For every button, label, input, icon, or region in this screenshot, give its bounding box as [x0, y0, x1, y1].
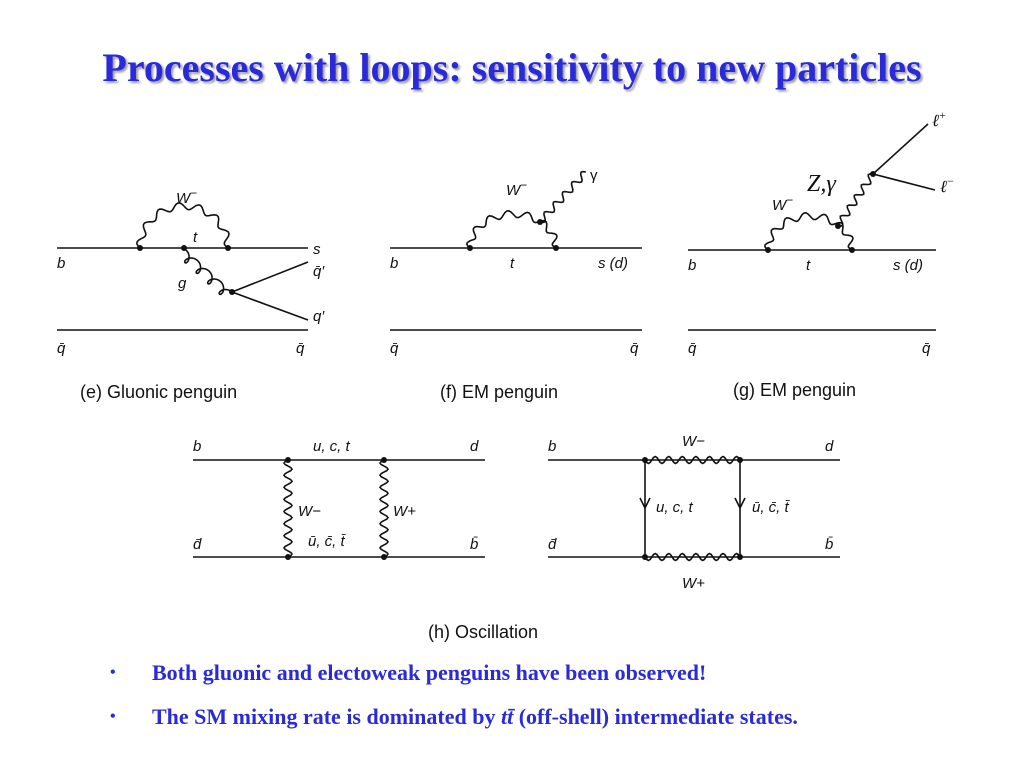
f-w-boson-loop	[466, 209, 558, 249]
f-label-qbar-right: q̄	[630, 340, 639, 357]
g-label-l-minus: ℓ−	[940, 174, 954, 196]
h2-label-d: d	[825, 438, 834, 455]
h2-arrow-left	[639, 497, 651, 510]
h2-vertex-3	[642, 554, 648, 560]
g-label-qbar-right: q̄	[922, 340, 931, 357]
bullet-marker: •	[110, 664, 116, 681]
h1-label-uct: u, c, t	[313, 438, 351, 455]
e-w-boson-loop	[136, 202, 230, 249]
h1-vertex-3	[285, 554, 291, 560]
h1-label-b: b	[193, 438, 201, 455]
h1-w-plus-line	[378, 459, 390, 558]
f-vertex-3	[537, 219, 543, 225]
f-label-gamma: γ	[590, 167, 598, 184]
g-z-gamma-line	[837, 173, 874, 227]
bullet-text-italic: tt̄	[500, 704, 514, 729]
f-photon-line	[539, 170, 587, 224]
g-label-w: W−	[772, 193, 793, 214]
e-vertex-3	[181, 245, 187, 251]
h1-label-d: d	[470, 438, 479, 455]
h-caption: (h) Oscillation	[428, 622, 538, 642]
h1-label-w-minus: W−	[298, 503, 321, 520]
f-vertex-1	[467, 245, 473, 251]
h1-label-dbar: d̄	[193, 536, 202, 553]
h1-vertex-2	[381, 457, 387, 463]
f-caption: (f) EM penguin	[440, 382, 558, 402]
g-lepton-plus-line	[872, 123, 929, 175]
f-label-s-d: s (d)	[598, 255, 628, 272]
g-label-l-plus: ℓ+	[932, 108, 946, 130]
h2-vertex-2	[737, 457, 743, 463]
f-vertex-2	[553, 245, 559, 251]
e-label-qprime: q′	[313, 308, 325, 325]
e-label-s: s	[313, 241, 321, 258]
diagram-h-box-1: b u, c, t d W− W+ ū, c̄, t̄ d̄ b̄	[193, 438, 485, 560]
e-label-qbar-left: q̄	[57, 340, 66, 357]
g-label-z-gamma: Z,γ	[807, 171, 836, 197]
e-vertex-2	[225, 245, 231, 251]
h2-label-b: b	[548, 438, 556, 455]
bullet-item-2: • The SM mixing rate is dominated by tt̄…	[110, 702, 798, 746]
f-label-w: W−	[506, 178, 527, 199]
e-vertex-4	[229, 289, 235, 295]
bullet-item-1: • Both gluonic and electoweak penguins h…	[110, 658, 798, 702]
g-vertex-3	[835, 223, 841, 229]
g-label-t: t	[806, 257, 811, 274]
diagram-h-box-2: b W− d u, c, t ū, c̄, t̄ d̄ b̄ W+	[548, 433, 840, 592]
f-label-qbar-left: q̄	[390, 340, 399, 357]
bullet-marker: •	[110, 708, 116, 725]
g-vertex-1	[765, 247, 771, 253]
h2-label-dbar: d̄	[548, 536, 557, 553]
bullet-list: • Both gluonic and electoweak penguins h…	[110, 658, 798, 746]
e-label-w: W−	[176, 186, 197, 207]
h1-w-minus-line	[282, 459, 294, 558]
h2-label-bbar: b̄	[825, 536, 834, 553]
bullet-text-pre: The SM mixing rate is dominated by	[152, 704, 501, 729]
h1-vertex-1	[285, 457, 291, 463]
g-vertex-4	[870, 171, 876, 177]
slide-title: Processes with loops: sensitivity to new…	[102, 45, 922, 90]
e-label-b: b	[57, 255, 65, 272]
e-gluon-line	[183, 249, 233, 296]
g-w-boson-loop	[764, 211, 854, 251]
h1-label-w-plus: W+	[393, 503, 416, 520]
h2-vertex-4	[737, 554, 743, 560]
diagram-e-gluonic-penguin: W− t b g s q̄′ q′ q̄ q̄ (e) Gluonic peng…	[57, 186, 325, 402]
h2-w-minus-line	[644, 455, 741, 465]
h2-arrow-right	[734, 497, 746, 510]
h2-label-w-plus: W+	[682, 575, 705, 592]
e-vertex-1	[137, 245, 143, 251]
bullet-text: Both gluonic and electoweak penguins hav…	[152, 660, 707, 685]
g-vertex-2	[849, 247, 855, 253]
e-label-g: g	[178, 275, 187, 292]
bullet-text-post: (off-shell) intermediate states.	[513, 704, 798, 729]
h2-vertex-1	[642, 457, 648, 463]
e-qprime-line	[231, 291, 309, 321]
g-lepton-minus-line	[872, 173, 936, 191]
h1-label-bbar: b̄	[470, 536, 479, 553]
e-qbarprime-line	[231, 261, 309, 293]
h1-label-uct-bar: ū, c̄, t̄	[308, 533, 347, 550]
h2-w-plus-line	[644, 552, 741, 562]
e-label-t: t	[193, 229, 198, 246]
diagram-f-em-penguin: W− γ b t s (d) q̄ q̄ (f) EM penguin	[390, 167, 642, 402]
f-label-t: t	[510, 255, 515, 272]
e-label-qbarprime: q̄′	[313, 263, 325, 280]
g-label-b: b	[688, 257, 696, 274]
g-label-qbar-left: q̄	[688, 340, 697, 357]
h1-vertex-4	[381, 554, 387, 560]
g-label-s-d: s (d)	[893, 257, 923, 274]
e-label-qbar-right: q̄	[296, 340, 305, 357]
h2-label-w-minus: W−	[682, 433, 705, 450]
e-caption: (e) Gluonic penguin	[80, 382, 237, 402]
h2-label-uct-bar: ū, c̄, t̄	[752, 499, 791, 516]
diagram-g-em-penguin: W− Z,γ ℓ+ ℓ− b t s (d) q̄ q̄ (g) EM peng…	[688, 108, 954, 400]
g-caption: (g) EM penguin	[733, 380, 856, 400]
h2-label-uct: u, c, t	[656, 499, 694, 516]
f-label-b: b	[390, 255, 398, 272]
